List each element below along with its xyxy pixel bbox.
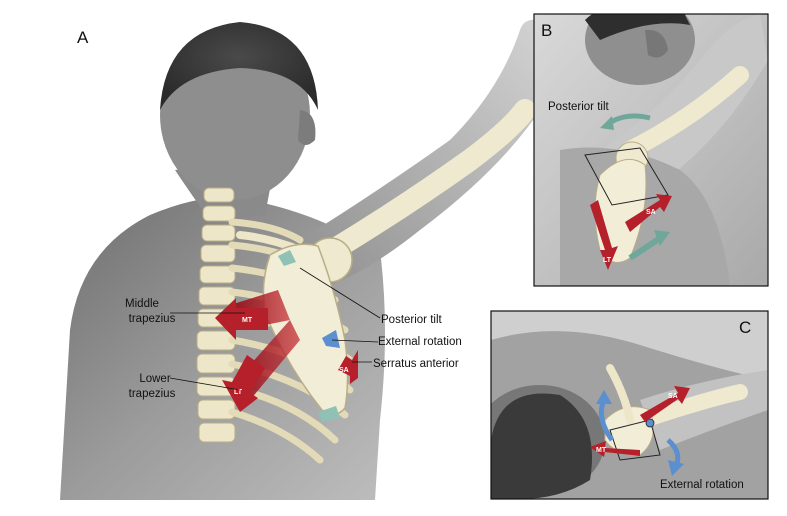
posterior-tilt-label: Posterior tilt [381, 314, 443, 326]
raised-arm [300, 19, 552, 285]
hair [160, 22, 318, 110]
panel-c-external-rotation-label: External rotation [660, 479, 744, 491]
panel-c-humerus [642, 384, 748, 426]
panel-c-border [490, 310, 769, 500]
panel-a-letter: A [77, 28, 89, 47]
lower-trapezius-label-line1: Lower [139, 373, 170, 385]
panel-c-pivot [645, 418, 655, 428]
panel-c-mt-label: MT [596, 447, 607, 454]
mt-arrow: MT [215, 298, 268, 340]
lower-trapezius-label-line2: trapezius [129, 388, 176, 400]
panel-b-lt-label: LT [603, 257, 612, 264]
panel-c-sa-arrow [640, 386, 690, 422]
lt-arrow-label: LT [234, 389, 243, 396]
panel-b-rotation-arrowhead [654, 230, 670, 246]
panel-c-blue-arrowhead-right [668, 460, 684, 476]
panel-b-sa-label: SA [646, 209, 656, 216]
posterior-tilt-marker-bottom [318, 406, 340, 422]
panel-b-letter: B [541, 21, 552, 40]
panel-b-humerus [621, 66, 749, 159]
panel-b-posterior-tilt-label: Posterior tilt [548, 101, 610, 113]
panel-c-sa-label: SA [668, 393, 678, 400]
callout-lines [169, 267, 381, 391]
panel-c-hair [491, 393, 592, 499]
panel-b-border [533, 13, 769, 287]
panel-c-blue-arrowhead-left [596, 390, 612, 404]
serratus-anterior-label: Serratus anterior [373, 358, 459, 370]
external-rotation-marker [322, 330, 340, 348]
panel-b: SA LT B Posterior tilt [533, 13, 769, 287]
panel-b-sa-arrow [625, 194, 672, 232]
external-rotation-label: External rotation [378, 336, 462, 348]
lt-arrow: LT [222, 355, 265, 412]
posterior-tilt-marker-top [278, 250, 296, 266]
mt-arrow-label: MT [242, 317, 253, 324]
panel-c-mt-arrow [590, 441, 640, 457]
panel-a: MT LT SA A Middle trapezius Lower tra [60, 19, 552, 500]
panel-b-ear [645, 29, 668, 58]
panel-c-spine-of-scapula [606, 364, 634, 424]
panel-c: SA MT C External rotation [490, 310, 769, 500]
ear [298, 110, 316, 145]
panel-b-lt-arrow [590, 200, 618, 270]
middle-trapezius-label-line1: Middle [125, 298, 159, 310]
humerus [314, 99, 536, 266]
panel-b-posterior-tilt-arrowhead [600, 116, 614, 130]
panel-b-hair [585, 14, 690, 40]
panel-c-letter: C [739, 318, 751, 337]
sa-arrow: SA [338, 350, 358, 384]
panel-b-tilt-frame [584, 147, 669, 206]
sa-arrow-label: SA [339, 367, 349, 374]
middle-trapezius-label-line2: trapezius [129, 313, 176, 325]
